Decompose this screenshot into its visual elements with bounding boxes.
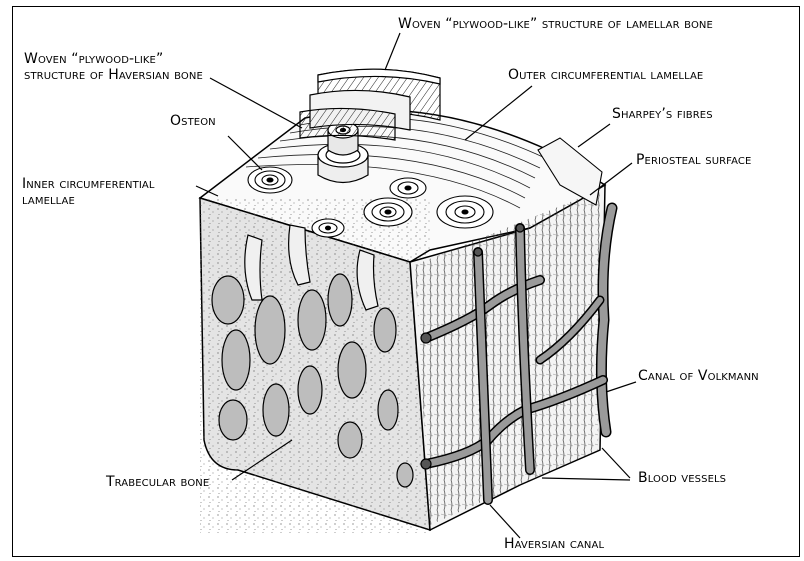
label-woven-lamellar: Woven “plywood-like” structure of lamell… <box>398 16 713 32</box>
osteon-3 <box>437 196 493 228</box>
osteon-1 <box>248 167 292 193</box>
label-canal-of-volkmann: Canal of Volkmann <box>638 368 759 384</box>
label-woven-haversian: Woven “plywood-like” structure of Havers… <box>24 51 203 83</box>
label-periosteal-surface: Periosteal surface <box>636 152 751 168</box>
osteon-4 <box>390 178 426 198</box>
label-trabecular-bone: Trabecular bone <box>106 474 209 490</box>
label-haversian-canal: Haversian canal <box>504 536 604 552</box>
label-outer-circumferential: Outer circumferential lamellae <box>508 67 703 83</box>
label-inner-circumferential: Inner circumferential lamellae <box>22 176 155 208</box>
label-osteon: Osteon <box>170 113 216 129</box>
osteon-5 <box>312 219 344 237</box>
label-sharpeys-fibres: Sharpey’s fibres <box>612 106 713 122</box>
osteon-2 <box>364 198 412 226</box>
label-blood-vessels: Blood vessels <box>638 470 726 486</box>
